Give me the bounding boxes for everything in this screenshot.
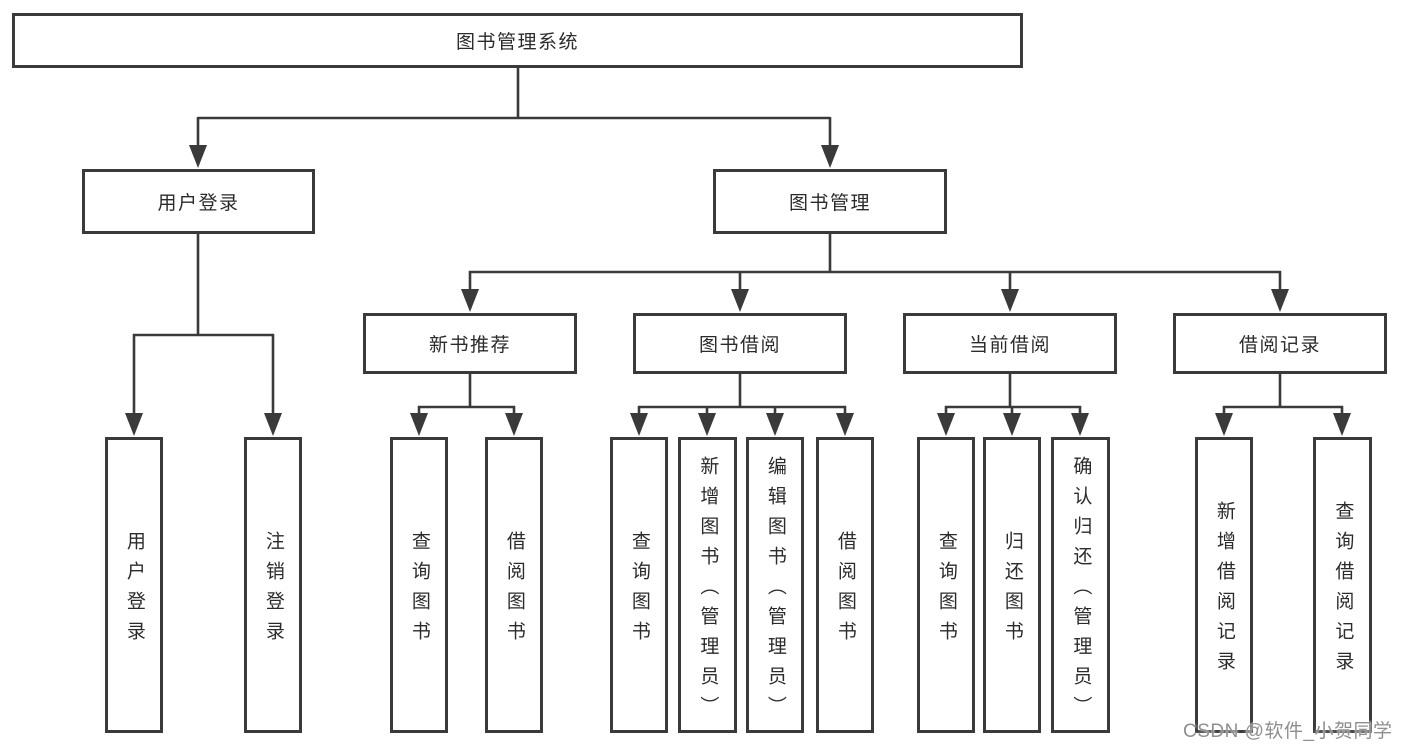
- node-label: 查询图书: [935, 530, 957, 651]
- leaf-confirm-return-admin: 确认归还（管理员）: [1051, 437, 1110, 733]
- leaf-add-book-admin: 新增图书（管理员）: [678, 437, 737, 733]
- node-library-management-system: 图书管理系统: [12, 13, 1023, 68]
- node-label: 图书管理: [788, 193, 871, 214]
- node-borrowing-records: 借阅记录: [1173, 313, 1387, 374]
- node-label: 用户登录: [123, 530, 145, 651]
- node-label: 注销登录: [262, 530, 284, 651]
- node-label: 查询图书: [408, 530, 430, 651]
- node-label: 借阅记录: [1238, 335, 1321, 356]
- node-label: 新增图书（管理员）: [697, 455, 719, 726]
- node-label: 归还图书: [1001, 530, 1023, 651]
- leaf-query-books-borrowing: 查询图书: [610, 437, 668, 733]
- node-label: 新书推荐: [428, 335, 511, 356]
- leaf-query-books-current: 查询图书: [917, 437, 975, 733]
- node-label: 图书管理系统: [455, 32, 579, 53]
- node-label: 查询图书: [628, 530, 650, 651]
- node-label: 编辑图书（管理员）: [764, 455, 786, 726]
- node-book-management: 图书管理: [713, 169, 947, 234]
- leaf-user-login: 用户登录: [105, 437, 163, 733]
- node-label: 当前借阅: [968, 335, 1051, 356]
- leaf-edit-book-admin: 编辑图书（管理员）: [746, 437, 804, 733]
- leaf-borrow-books: 借阅图书: [816, 437, 874, 733]
- leaf-query-books-recommend: 查询图书: [390, 437, 448, 733]
- node-book-borrowing: 图书借阅: [633, 313, 847, 374]
- node-current-borrowing: 当前借阅: [903, 313, 1117, 374]
- node-new-book-recommend: 新书推荐: [363, 313, 577, 374]
- leaf-logout-login: 注销登录: [244, 437, 302, 733]
- node-label: 借阅图书: [503, 530, 525, 651]
- node-label: 用户登录: [157, 193, 240, 214]
- leaf-borrow-books-recommend: 借阅图书: [485, 437, 543, 733]
- node-label: 借阅图书: [834, 530, 856, 651]
- node-label: 查询借阅记录: [1332, 500, 1354, 681]
- node-label: 确认归还（管理员）: [1070, 455, 1092, 726]
- leaf-query-borrow-record: 查询借阅记录: [1313, 437, 1372, 733]
- csdn-watermark: CSDN @软件_小贺同学: [1183, 721, 1393, 742]
- node-label: 图书借阅: [698, 335, 781, 356]
- leaf-add-borrow-record: 新增借阅记录: [1195, 437, 1253, 733]
- node-user-login-branch: 用户登录: [82, 169, 315, 234]
- node-label: 新增借阅记录: [1213, 500, 1235, 681]
- leaf-return-books: 归还图书: [983, 437, 1041, 733]
